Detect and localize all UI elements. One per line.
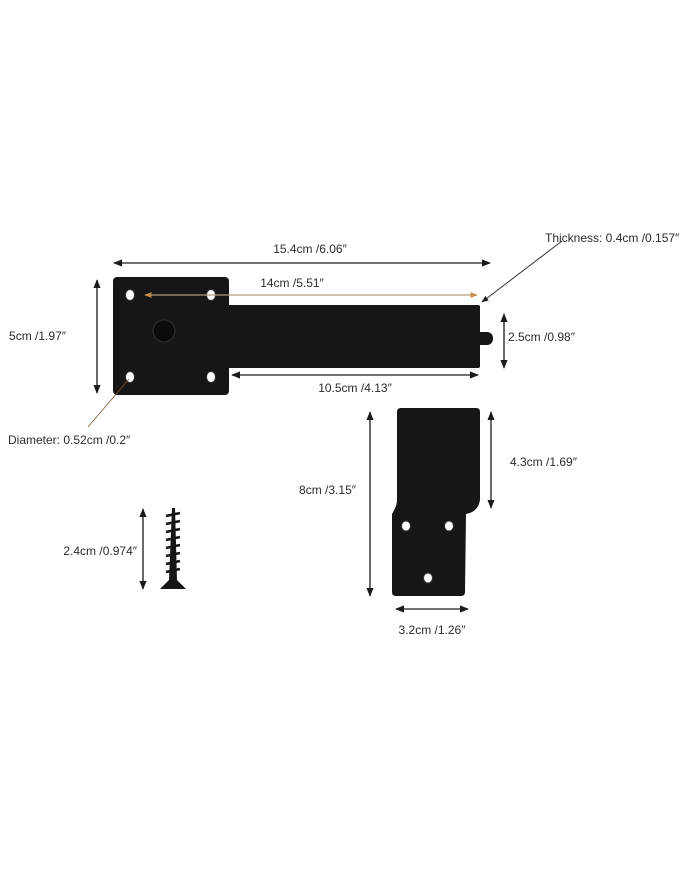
screw-hole [125,371,135,383]
overall-length-label: 15.4cm /6.06″ [273,242,347,256]
diameter-label: Diameter: 0.52cm /0.2″ [8,433,131,447]
screw-length-label: 2.4cm /0.974″ [63,544,137,558]
screw-hole [125,289,135,301]
height-label: 5cm /1.97″ [9,329,67,343]
bar-length-label: 10.5cm /4.13″ [318,381,392,395]
bracket-upper-height-label: 4.3cm /1.69″ [510,455,578,469]
screw-icon [160,508,186,589]
thickness-label: Thickness: 0.4cm /0.157″ [545,231,680,245]
bracket-height-label: 8cm /3.15″ [299,483,357,497]
screw-hole [423,572,433,584]
latch-hook [418,332,493,345]
thickness-leader [481,240,563,303]
screw-hole [206,371,216,383]
hole-span-label: 14cm /5.51″ [260,276,324,290]
diameter-leader [87,378,130,428]
bar-width-label: 2.5cm /0.98″ [508,330,576,344]
screw-hole [401,520,411,532]
catch-bracket [392,408,480,596]
latch-bar [141,305,480,368]
screw-hole [444,520,454,532]
bracket-width-label: 3.2cm /1.26″ [399,623,467,637]
rivet [152,319,176,343]
